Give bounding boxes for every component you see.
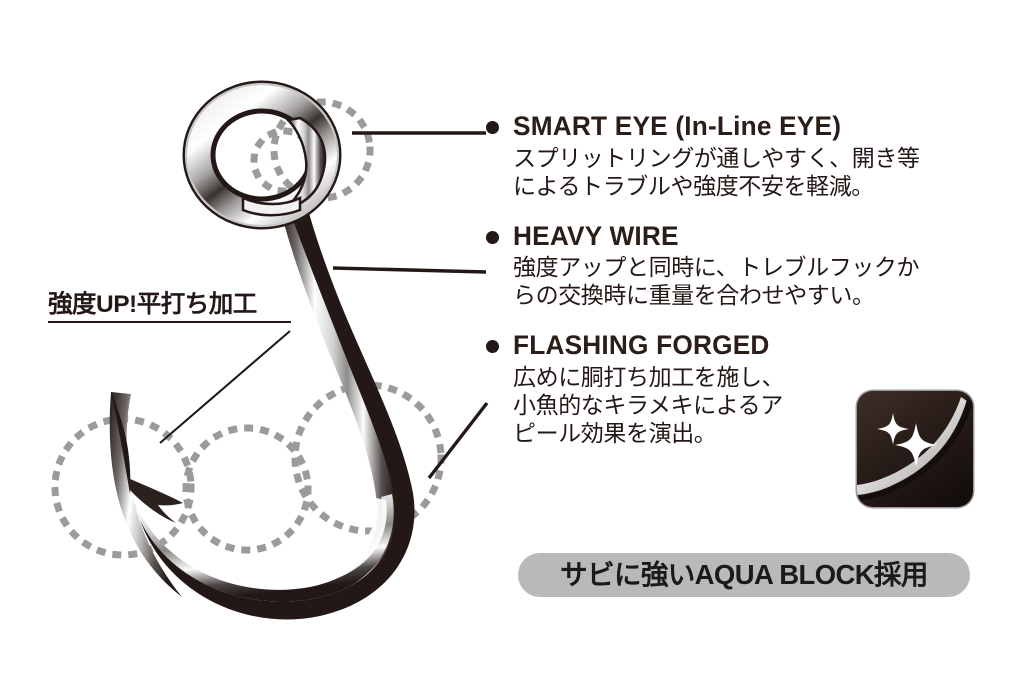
thumbnail-wire-arc — [857, 397, 967, 495]
left-callout: 強度UP!平打ち加工 — [48, 292, 300, 323]
flashing-forged-thumbnail — [857, 391, 973, 507]
feature-desc-line: 広めに胴打ち加工を施し、 — [513, 364, 785, 391]
hook-eye-inner-shadow — [210, 108, 314, 202]
aqua-block-badge: サビに強いAQUA BLOCK採用 — [518, 553, 970, 597]
eye-highlight-circle — [270, 98, 374, 202]
hook-body — [109, 80, 415, 620]
feature-title-flashing-forged: FLASHING FORGED — [513, 330, 770, 361]
feature-desc-flashing-forged: 広めに胴打ち加工を施し、 小魚的なキラメキによるア ピール効果を演出。 — [513, 363, 871, 447]
left-callout-label: 強度UP!平打ち加工 — [48, 291, 257, 318]
feature-desc-line: ピール効果を演出。 — [513, 420, 717, 447]
sparkle-icon — [895, 423, 937, 467]
bullet-dot-icon — [486, 121, 499, 134]
feature-title-smart-eye: SMART EYE (In-Line EYE) — [513, 111, 842, 141]
hook-bend — [124, 475, 394, 602]
feature-desc-line: スプリットリングが通しやすく、開き等 — [513, 144, 920, 171]
left-callout-underline — [48, 320, 291, 323]
hook-eye-lug — [281, 116, 327, 210]
feature-desc-heavy-wire: 強度アップと同時に、トレブルフックか らの交換時に重量を合わせやすい。 — [513, 253, 956, 309]
hook-eye — [182, 80, 342, 230]
feature-desc-line: によるトラブルや強度不安を軽減。 — [513, 172, 874, 199]
feature-desc-line: らの交換時に重量を合わせやすい。 — [513, 282, 875, 309]
hook-eye-outer-edge — [184, 82, 340, 228]
hook-bend-highlight — [160, 498, 387, 588]
feature-desc-smart-eye: スプリットリングが通しやすく、開き等 によるトラブルや強度不安を軽減。 — [513, 144, 956, 200]
bullet-dot-icon — [486, 340, 499, 354]
hook-point — [109, 392, 182, 597]
hook-barb — [128, 478, 183, 523]
bend-outer-circle — [291, 381, 445, 535]
bend-inner-circle — [182, 424, 312, 554]
point-circle — [51, 415, 195, 559]
feature-flashing-forged: FLASHING FORGED 広めに胴打ち加工を施し、 小魚的なキラメキによる… — [486, 331, 956, 447]
annotation-circles — [51, 98, 445, 559]
leader-flashing-forged — [427, 401, 489, 480]
feature-list: SMART EYE (In-Line EYE) スプリットリングが通しやすく、開… — [486, 112, 956, 465]
feature-heavy-wire: HEAVY WIRE 強度アップと同時に、トレブルフックか らの交換時に重量を合… — [486, 222, 956, 310]
feature-desc-line: 強度アップと同時に、トレブルフックか — [513, 254, 920, 281]
feature-title-heavy-wire: HEAVY WIRE — [513, 220, 679, 251]
flashing-forged-thumbnail-art — [857, 391, 973, 507]
feature-desc-line: 小魚的なキラメキによるア — [513, 392, 783, 419]
hook-eye-metal — [186, 84, 338, 226]
hook-eye-closure — [241, 195, 302, 217]
aqua-block-badge-text: サビに強いAQUA BLOCK採用 — [560, 558, 928, 590]
hook-wire-outline — [140, 202, 415, 620]
hook-eye-outer — [182, 80, 342, 230]
feature-smart-eye: SMART EYE (In-Line EYE) スプリットリングが通しやすく、開… — [486, 112, 956, 200]
leader-heavy-wire — [332, 266, 487, 274]
hook-point-tip — [111, 392, 131, 494]
leader-left-label — [159, 330, 291, 444]
bullet-dot-icon — [486, 230, 499, 244]
eye-inner-circle — [250, 127, 318, 195]
hook-shank — [280, 206, 396, 600]
sparkle-icon — [877, 413, 909, 445]
